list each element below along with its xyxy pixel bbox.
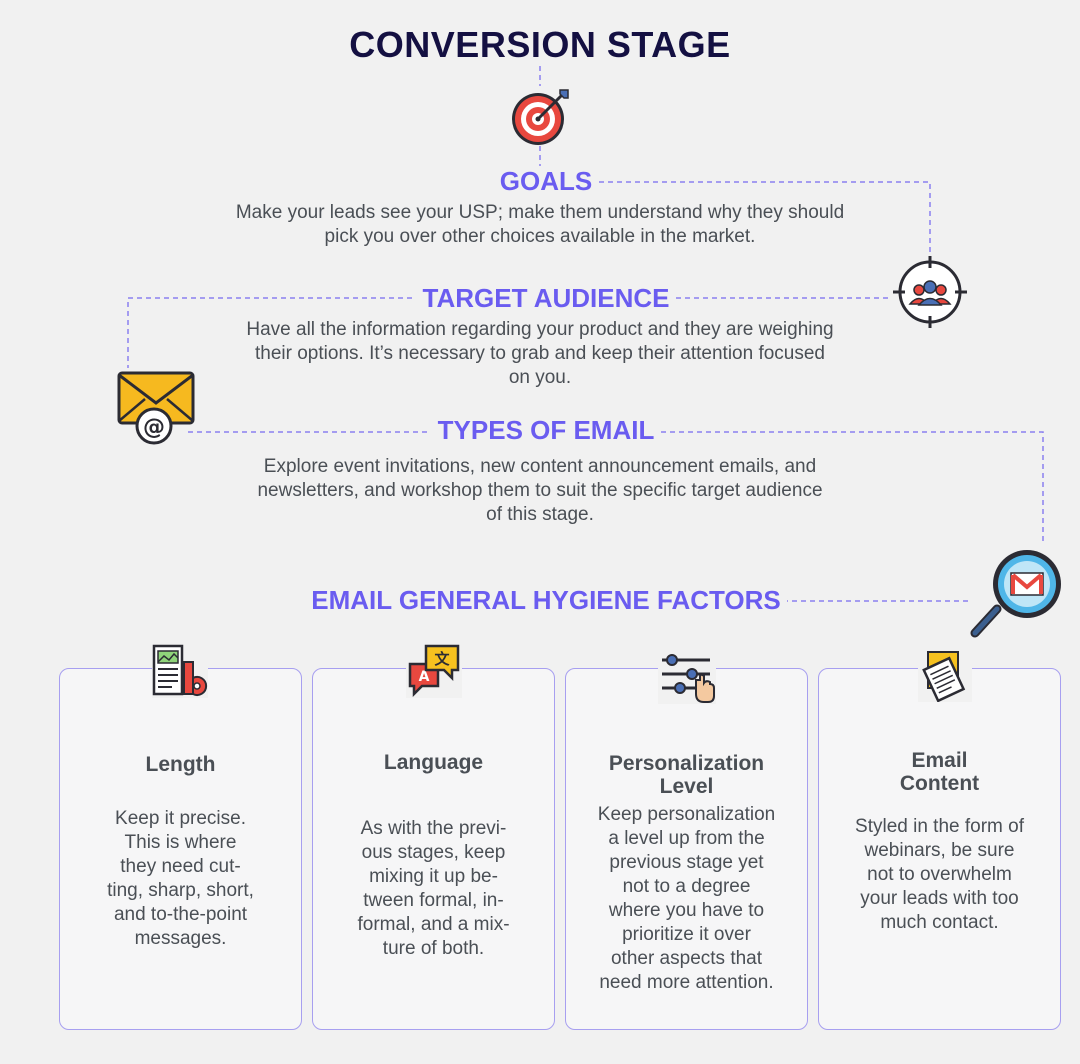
card-title: Email Content [819, 749, 1060, 795]
card-title-line: Content [899, 772, 980, 795]
svg-text:A: A [419, 669, 430, 685]
card-title-line: Length [145, 753, 216, 776]
card-body-line: formal, and a mix- [357, 914, 510, 935]
goals-line: pick you over other choices available in… [324, 226, 756, 247]
target-audience-heading-wrap: TARGET AUDIENCE [0, 283, 1080, 314]
document-ruler-icon [152, 644, 208, 698]
card-title-line: Language [383, 751, 484, 774]
page-title: CONVERSION STAGE [349, 24, 731, 65]
card-title-line: Level [659, 775, 714, 798]
hygiene-heading-wrap: EMAIL GENERAL HYGIENE FACTORS [0, 585, 1080, 616]
card-body: Styled in the form of webinars, be sure … [827, 815, 1052, 935]
types-of-email-line: Explore event invitations, new content a… [263, 456, 817, 477]
card-body-line: and to-the-point [113, 904, 248, 925]
card-title-line: Personalization [608, 752, 765, 775]
card-body-line: ture of both. [382, 938, 485, 959]
card-body-line: ous stages, keep [361, 842, 506, 863]
card-title: Length [60, 753, 301, 776]
card-body-line: mixing it up be- [369, 866, 498, 887]
card-body-line: a level up from the [608, 828, 765, 849]
types-of-email-heading-wrap: TYPES OF EMAIL [0, 415, 1080, 446]
card-body-line: your leads with too [860, 888, 1019, 909]
types-of-email-line: of this stage. [486, 504, 594, 525]
svg-text:@: @ [143, 415, 165, 440]
translate-icon: A 文 [406, 644, 462, 698]
card-body-line: Styled in the form of [855, 816, 1024, 837]
target-audience-heading: TARGET AUDIENCE [416, 283, 676, 313]
goals-heading: GOALS [493, 166, 599, 196]
card-body-line: ting, sharp, short, [107, 880, 254, 901]
card-body-line: This is where [124, 832, 237, 853]
card-title-line: Email [911, 749, 968, 772]
target-audience-description: Have all the information regarding your … [140, 318, 940, 390]
card-body-line: messages. [134, 928, 227, 949]
target-audience-line: their options. It’s necessary to grab an… [255, 343, 825, 364]
target-icon [510, 86, 572, 148]
card-body-line: need more attention. [599, 972, 774, 993]
types-of-email-line: newsletters, and workshop them to suit t… [257, 480, 823, 501]
card-body-line: webinars, be sure [864, 840, 1015, 861]
card-body-line: Keep it precise. [115, 808, 246, 829]
card-body-line: prioritize it over [622, 924, 751, 945]
card-language: Language As with the previ- ous stages, … [312, 668, 555, 1030]
card-body-line: previous stage yet [609, 852, 764, 873]
goals-line: Make your leads see your USP; make them … [235, 202, 845, 223]
target-audience-line: Have all the information regarding your … [246, 319, 834, 340]
goals-description: Make your leads see your USP; make them … [140, 201, 940, 249]
magnifier-gmail-icon [967, 547, 1065, 645]
papers-icon [918, 650, 972, 702]
card-length: Length Keep it precise. This is where th… [59, 668, 302, 1030]
card-body-line: not to a degree [622, 876, 751, 897]
card-body-line: they need cut- [120, 856, 241, 877]
card-title: Personalization Level [566, 752, 807, 798]
card-body: Keep it precise. This is where they need… [70, 807, 291, 951]
card-body-line: As with the previ- [360, 818, 507, 839]
card-body-line: not to overwhelm [867, 864, 1012, 885]
goals-heading-wrap: GOALS [0, 166, 1080, 197]
card-email-content: Email Content Styled in the form of webi… [818, 668, 1061, 1030]
card-body-line: tween formal, in- [363, 890, 504, 911]
card-body: As with the previ- ous stages, keep mixi… [323, 817, 544, 961]
types-of-email-heading: TYPES OF EMAIL [431, 415, 661, 445]
audience-target-icon [893, 256, 967, 328]
card-title: Language [313, 751, 554, 774]
card-personalization: Personalization Level Keep personalizati… [565, 668, 808, 1030]
card-body: Keep personalization a level up from the… [572, 803, 801, 995]
card-body-line: where you have to [608, 900, 765, 921]
sliders-icon [658, 650, 716, 704]
card-body-line: much contact. [880, 912, 999, 933]
card-body-line: Keep personalization [597, 804, 776, 825]
target-audience-line: on you. [508, 367, 572, 388]
types-of-email-description: Explore event invitations, new content a… [190, 455, 890, 527]
card-body-line: other aspects that [610, 948, 763, 969]
svg-text:文: 文 [434, 650, 450, 668]
email-envelope-icon: @ [117, 371, 195, 447]
hygiene-heading: EMAIL GENERAL HYGIENE FACTORS [305, 585, 787, 615]
